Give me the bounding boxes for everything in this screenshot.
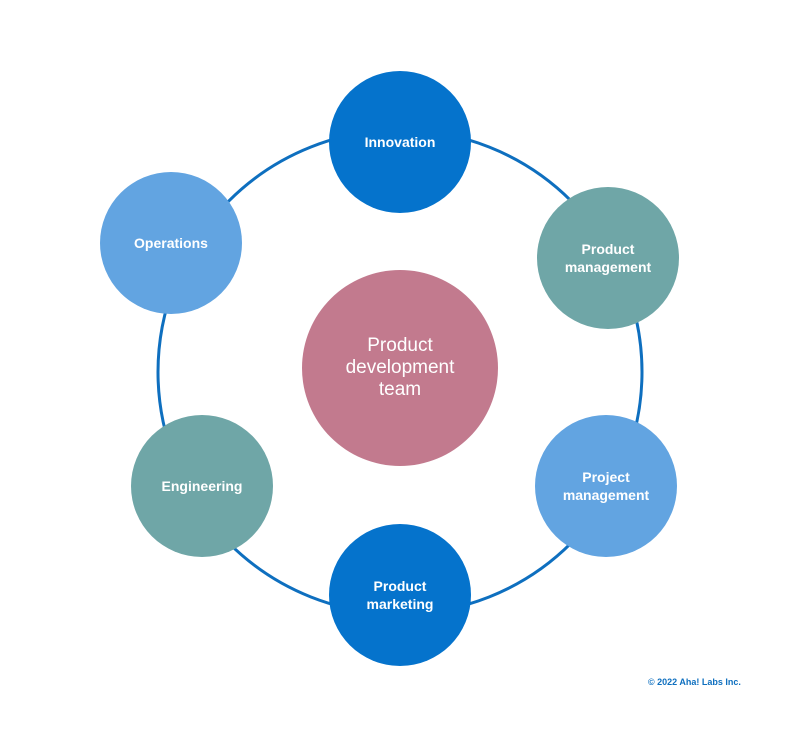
copyright-notice: © 2022 Aha! Labs Inc. (648, 677, 741, 687)
innovation-label: Innovation (364, 134, 436, 150)
product-management-label: Product management (564, 241, 652, 275)
product-marketing-node: Product marketing (329, 524, 471, 666)
innovation-node: Innovation (329, 71, 471, 213)
product-management-node: Product management (537, 187, 679, 329)
center-label: Product development team (345, 335, 455, 400)
project-management-node: Project management (535, 415, 677, 557)
operations-node: Operations (100, 172, 242, 314)
engineering-label: Engineering (161, 478, 243, 494)
project-management-label: Project management (562, 469, 650, 503)
product-marketing-label: Product marketing (366, 578, 434, 612)
operations-label: Operations (134, 235, 208, 251)
engineering-node: Engineering (131, 415, 273, 557)
product-development-team-node: Product development team (302, 270, 498, 466)
